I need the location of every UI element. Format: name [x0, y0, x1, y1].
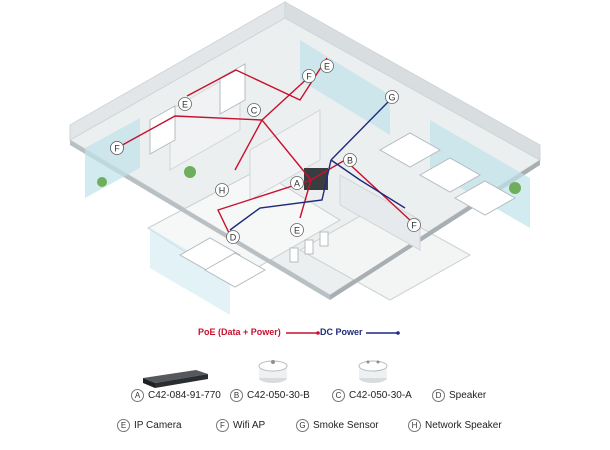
key-item-a: A C42-084-91-770 — [131, 389, 221, 402]
device-marker-e: E — [320, 59, 334, 73]
key-badge: C — [332, 389, 345, 402]
device-markers: ABCDEEEFFFFGH — [110, 59, 421, 244]
marker-letter: E — [324, 62, 330, 72]
key-label: C42-084-91-770 — [148, 390, 221, 401]
poe-legend-label: PoE (Data + Power) — [198, 327, 281, 337]
key-badge: A — [131, 389, 144, 402]
device-marker-d: D — [226, 230, 240, 244]
key-label: C42-050-30-B — [247, 390, 310, 401]
marker-letter: D — [230, 233, 237, 243]
device-marker-f: F — [407, 218, 421, 232]
device-marker-f: F — [110, 141, 124, 155]
device-marker-g: G — [385, 90, 399, 104]
key-item-c: C C42-050-30-A — [332, 389, 412, 402]
key-label: Network Speaker — [425, 420, 502, 431]
marker-circle — [407, 218, 421, 232]
meeting-chairs — [289, 231, 329, 263]
key-badge: D — [432, 389, 445, 402]
floor-edge-left — [70, 140, 330, 300]
device-marker-b: B — [343, 153, 357, 167]
desk-cluster-bottom-left — [178, 237, 267, 288]
key-badge: G — [296, 419, 309, 432]
marker-circle — [110, 141, 124, 155]
marker-letter: F — [114, 144, 120, 154]
device-marker-e: E — [290, 223, 304, 237]
marker-letter: E — [294, 226, 300, 236]
key-badge: H — [408, 419, 421, 432]
key-item-f: F Wifi AP — [216, 419, 265, 432]
marker-circle — [302, 69, 316, 83]
key-badge: F — [216, 419, 229, 432]
glass-partition — [150, 228, 230, 315]
back-wall-right — [284, 1, 541, 161]
marker-letter: A — [294, 179, 300, 189]
key-item-b: B C42-050-30-B — [230, 389, 310, 402]
poe-legend-dot — [316, 331, 320, 335]
plants — [97, 166, 521, 194]
device-marker-h: H — [215, 183, 229, 197]
dc-legend-label: DC Power — [320, 327, 363, 337]
marker-letter: F — [411, 221, 417, 231]
marker-circle — [320, 59, 334, 73]
device-marker-e: E — [178, 97, 192, 111]
dc-cabling — [229, 97, 406, 231]
key-label: C42-050-30-A — [349, 390, 412, 401]
key-item-d: D Speaker — [432, 389, 486, 402]
marker-circle — [290, 176, 304, 190]
marker-circle — [290, 223, 304, 237]
desk-cluster-top-right — [378, 132, 517, 216]
device-c-product-image — [358, 360, 388, 383]
marker-circle — [385, 90, 399, 104]
bookshelves — [149, 63, 246, 155]
switch-product-image — [143, 370, 208, 388]
product-thumbnails — [143, 360, 388, 388]
marker-letter: C — [251, 106, 258, 116]
marker-circle — [247, 103, 261, 117]
key-label: IP Camera — [134, 420, 182, 431]
marker-circle — [215, 183, 229, 197]
floor-slab-meeting-room — [298, 204, 472, 301]
key-item-h: H Network Speaker — [408, 419, 502, 432]
key-label: Smoke Sensor — [313, 420, 379, 431]
key-badge: B — [230, 389, 243, 402]
marker-letter: H — [219, 186, 226, 196]
device-marker-c: C — [247, 103, 261, 117]
key-item-g: G Smoke Sensor — [296, 419, 379, 432]
interior-wall-2 — [249, 109, 321, 201]
dc-legend-dot — [396, 331, 400, 335]
device-b-product-image — [258, 360, 288, 383]
marker-circle — [226, 230, 240, 244]
key-item-e: E IP Camera — [117, 419, 182, 432]
device-marker-f: F — [302, 69, 316, 83]
window-glass-left — [85, 118, 140, 198]
marker-letter: G — [388, 93, 395, 103]
marker-letter: B — [347, 156, 353, 166]
device-marker-a: A — [290, 176, 304, 190]
marker-circle — [178, 97, 192, 111]
legend-lines — [286, 331, 400, 335]
marker-circle — [343, 153, 357, 167]
key-label: Wifi AP — [233, 420, 266, 431]
marker-letter: F — [306, 72, 312, 82]
key-label: Speaker — [449, 390, 487, 401]
key-badge: E — [117, 419, 130, 432]
marker-letter: E — [182, 100, 188, 110]
